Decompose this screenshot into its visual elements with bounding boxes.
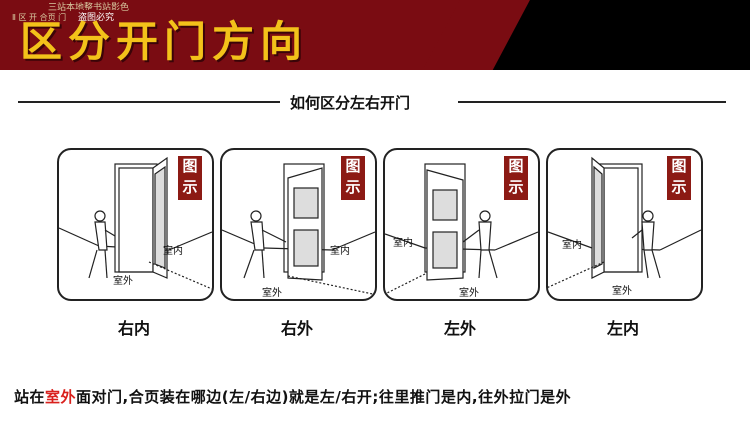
label-outside: 室外 (612, 286, 632, 297)
door-panel-right-out: 图示 室内 室外 (220, 148, 377, 301)
door-illustration-right-out (222, 163, 375, 296)
door-illustration-right-in (59, 156, 212, 290)
label-inside: 室内 (393, 238, 413, 249)
subtitle-rule-left (18, 101, 280, 103)
rule-text: 站在室外面对门,合页装在哪边(左/右边)就是左/右开;往里推门是内,往外拉门是外 (14, 386, 571, 407)
door-illustration-left-out (385, 163, 538, 295)
caption-left-out: 左外 (443, 319, 476, 338)
label-inside: 室内 (562, 240, 582, 251)
subtitle-rule-right (458, 101, 726, 103)
badge-illustration: 图示 (341, 156, 365, 200)
rule-prefix: 站在 (14, 388, 46, 406)
caption-left-in: 左内 (606, 319, 639, 338)
watermark-top: 三站本地整书站影色 (48, 3, 130, 13)
door-panel-right-in: 图示 室内 室外 (57, 148, 214, 301)
rule-highlight: 室外 (45, 388, 77, 406)
label-outside: 室外 (262, 288, 282, 299)
label-outside: 室外 (459, 288, 479, 299)
subtitle: 如何区分左右开门 (290, 94, 411, 112)
label-inside: 室内 (163, 246, 183, 257)
page-title: 区分开门方向 (20, 17, 309, 66)
watermark-tag: 盗图必究 (72, 10, 121, 23)
header-banner: 三站本地整书站影色 Ⅱ 区 开 合页 门 盗图必究 区分开门方向 (0, 0, 750, 70)
rule-suffix: 面对门,合页装在哪边(左/右边)就是左/右开;往里推门是内,往外拉门是外 (76, 388, 572, 406)
caption-right-out: 右外 (280, 319, 313, 338)
label-outside: 室外 (113, 276, 133, 287)
label-inside: 室内 (330, 246, 350, 257)
caption-right-in: 右内 (117, 319, 150, 338)
door-panel-left-in: 图示 室内 室外 (546, 148, 703, 301)
badge-illustration: 图示 (178, 156, 202, 200)
badge-illustration: 图示 (504, 156, 528, 200)
watermark-left: Ⅱ 区 开 合页 门 (12, 13, 67, 22)
door-illustration-left-in (548, 156, 701, 288)
badge-illustration: 图示 (667, 156, 691, 200)
door-panel-left-out: 图示 室内 室外 (383, 148, 540, 301)
